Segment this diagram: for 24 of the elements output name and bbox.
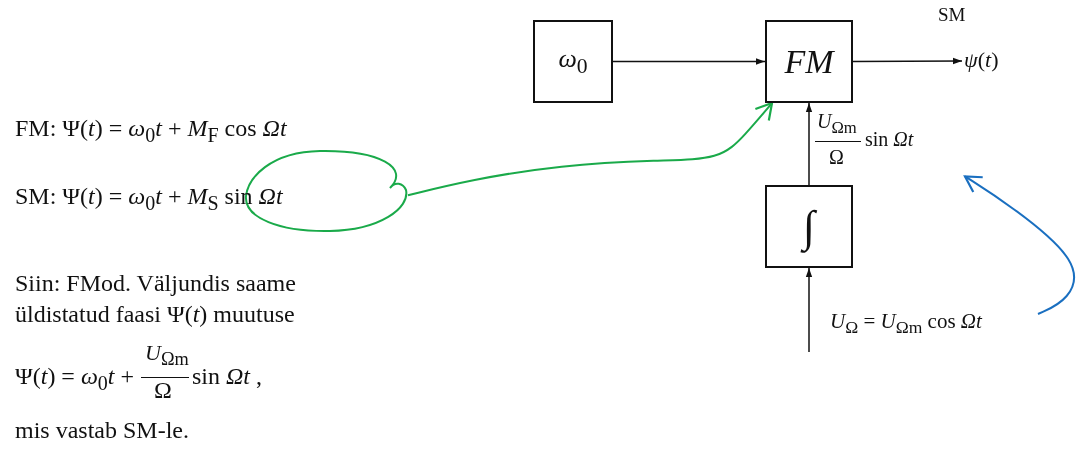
phase-equation-tail: sin Ωt ,	[192, 362, 263, 391]
arrow	[805, 102, 813, 186]
output-signal: ψ(t)	[964, 47, 999, 73]
oscillator-block	[533, 20, 613, 103]
hand-drawn-arrow	[407, 101, 774, 197]
arrow	[852, 57, 963, 65]
signal-label: SM	[938, 4, 966, 27]
modulator-block	[765, 20, 853, 103]
explanation-text: Siin: FMod. Väljundis saame üldistatud faasi Ψ(t) muutuse	[15, 269, 297, 330]
conclusion-text: mis vastab SM-le.	[15, 416, 189, 445]
integrator-block	[765, 185, 853, 268]
arrow	[805, 267, 813, 353]
fraction-numerator: U$_{Ωm}$	[817, 110, 857, 138]
math-text: sin Ωt	[865, 128, 914, 151]
fraction-numerator: U$_{Ωm}$	[145, 340, 189, 372]
block-label: ω$_{0}$	[558, 45, 588, 78]
fm-equation: FM: Ψ(t) = ω$_{0}$t + M$_{F}$ cos Ωt	[15, 114, 287, 147]
hand-drawn-arrow	[963, 175, 1075, 315]
fraction-denominator: Ω	[829, 146, 844, 169]
fraction-denominator: Ω	[154, 376, 172, 405]
block-label: FM	[784, 44, 834, 79]
input-formula: U$_{Ω}$ = U$_{Ωm}$ cos Ωt	[830, 309, 982, 338]
arrow	[612, 58, 766, 65]
phase-equation: Ψ(t) = ω$_{0}$t +	[15, 362, 135, 395]
